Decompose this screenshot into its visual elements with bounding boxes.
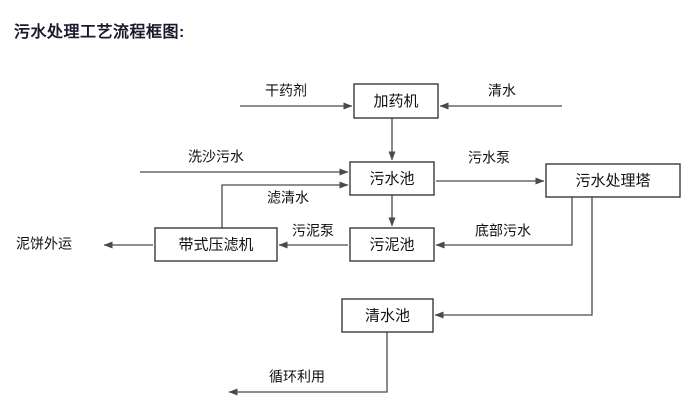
edge-line-bottom-sewage-to-sludge xyxy=(435,197,573,249)
edge-sludge-pump-to-filter: 污泥泵 xyxy=(278,223,348,249)
node-label-belt-filter: 带式压滤机 xyxy=(178,236,253,253)
node-box-treatment-tower xyxy=(545,163,681,198)
edge-clean-water-to-dosing: 清水 xyxy=(439,83,562,110)
edge-label-wash-sand-to-sewage-pool: 洗沙污水 xyxy=(188,149,244,165)
node-belt-filter[interactable]: 带式压滤机 xyxy=(154,227,278,262)
edge-filtrate-to-sewage-pool: 滤清水 xyxy=(221,181,349,228)
node-label-treatment-tower: 污水处理塔 xyxy=(575,172,650,189)
edge-label-clean-water-to-dosing: 清水 xyxy=(488,83,516,99)
node-box-clean-pool xyxy=(341,298,434,333)
edge-label-sludge-pump-to-filter: 污泥泵 xyxy=(292,223,334,239)
edge-bottom-sewage-to-sludge: 底部污水 xyxy=(435,197,573,249)
edge-label-filtrate-to-sewage-pool: 滤清水 xyxy=(267,190,309,206)
edge-tower-to-clean-pool xyxy=(434,197,593,319)
terminals-layer: 泥饼外运 xyxy=(16,236,72,252)
node-label-dosing-machine: 加药机 xyxy=(373,93,418,110)
edge-label-sewage-pump-to-tower: 污水泵 xyxy=(468,150,510,166)
node-dosing-machine[interactable]: 加药机 xyxy=(353,83,439,119)
node-label-sewage-pool: 污水池 xyxy=(369,170,414,187)
edge-line-clean-pool-recycle xyxy=(228,332,388,396)
node-box-dosing-machine xyxy=(353,83,439,119)
node-treatment-tower[interactable]: 污水处理塔 xyxy=(545,163,681,198)
edge-sewage-pump-to-tower: 污水泵 xyxy=(436,150,545,185)
node-sludge-pool[interactable]: 污泥池 xyxy=(349,227,435,262)
node-box-belt-filter xyxy=(154,227,278,262)
edge-label-bottom-sewage-to-sludge: 底部污水 xyxy=(475,223,531,239)
edge-label-clean-pool-recycle: 循环利用 xyxy=(269,369,325,385)
page-title: 污水处理工艺流程框图: xyxy=(14,24,185,41)
edge-dry-agent-to-dosing: 干药剂 xyxy=(240,83,353,110)
node-box-sewage-pool xyxy=(349,161,435,196)
edge-line-tower-to-clean-pool xyxy=(434,197,593,319)
node-box-sludge-pool xyxy=(349,227,435,262)
terminal-label-mudcake-out: 泥饼外运 xyxy=(16,236,72,252)
node-clean-pool[interactable]: 清水池 xyxy=(341,298,434,333)
edge-clean-pool-recycle: 循环利用 xyxy=(228,332,388,396)
edge-line-filtrate-to-sewage-pool xyxy=(221,181,349,228)
edge-wash-sand-to-sewage-pool: 洗沙污水 xyxy=(140,149,349,176)
edge-label-dry-agent-to-dosing: 干药剂 xyxy=(265,83,307,99)
node-label-sludge-pool: 污泥池 xyxy=(369,236,414,253)
node-label-clean-pool: 清水池 xyxy=(365,307,410,324)
node-sewage-pool[interactable]: 污水池 xyxy=(349,161,435,196)
